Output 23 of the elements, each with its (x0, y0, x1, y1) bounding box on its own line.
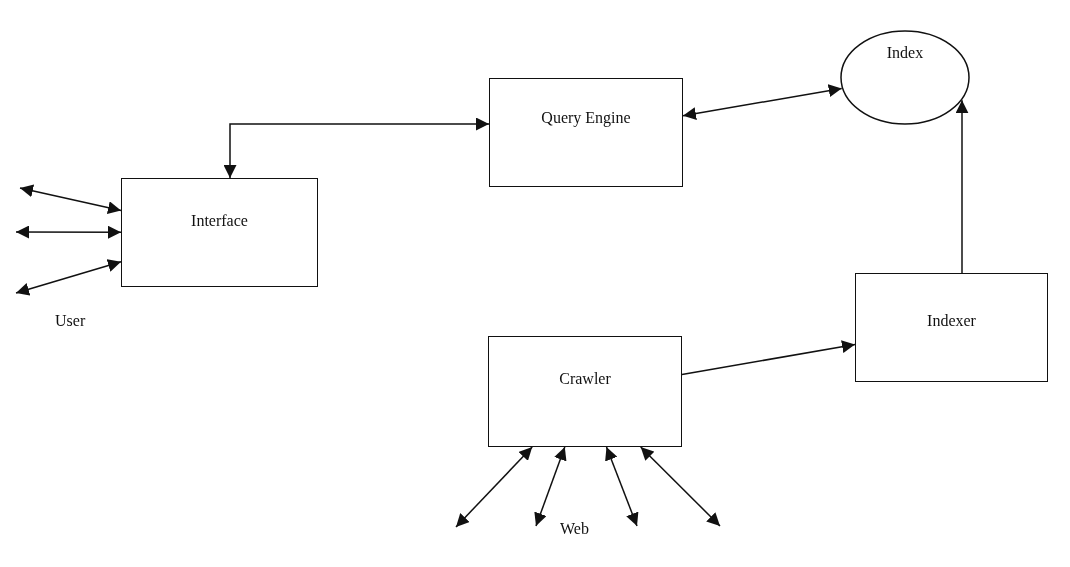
node-label: Index (886, 44, 924, 62)
arrow (534, 446, 567, 527)
node-label: Query Engine (541, 109, 631, 127)
caption-text: Web (560, 520, 589, 538)
arrow (15, 259, 122, 296)
arrow (681, 340, 856, 376)
arrow (639, 446, 721, 527)
arrow (682, 84, 843, 120)
process-box (855, 273, 1048, 382)
arrow (455, 446, 533, 528)
arrow (19, 184, 122, 214)
arrow (223, 117, 490, 179)
node-label: Crawler (559, 370, 611, 388)
arrow (15, 225, 122, 239)
process-box (489, 78, 683, 187)
caption-text: User (55, 312, 86, 330)
ellipse-node (840, 30, 970, 125)
node-label: Indexer (927, 312, 976, 330)
arrow (605, 446, 639, 527)
process-box (121, 178, 318, 287)
arrow (955, 99, 969, 274)
node-label: Interface (191, 212, 248, 230)
process-box (488, 336, 682, 447)
